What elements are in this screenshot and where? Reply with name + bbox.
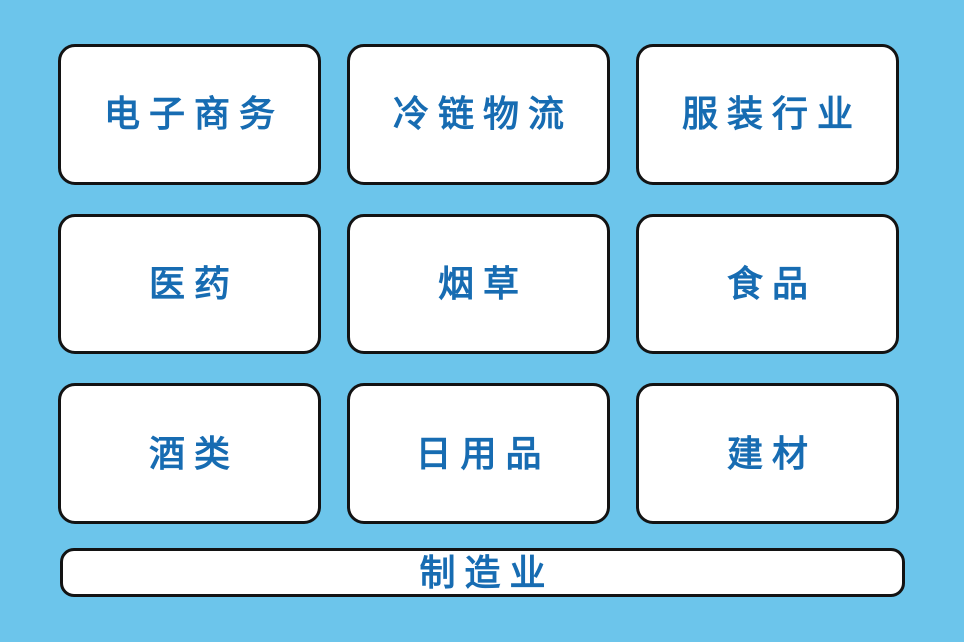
card-tobacco[interactable]: 烟草	[347, 213, 610, 355]
card-food[interactable]: 食品	[636, 213, 899, 355]
card-cold-chain-logistics[interactable]: 冷链物流	[347, 44, 610, 185]
card-label: 食品	[726, 262, 817, 304]
footer-label: 制造业	[419, 551, 555, 593]
card-building-materials[interactable]: 建材	[636, 383, 899, 524]
card-ecommerce[interactable]: 电子商务	[58, 44, 321, 185]
card-apparel-industry[interactable]: 服装行业	[636, 44, 899, 185]
card-label: 服装行业	[681, 93, 862, 135]
card-manufacturing[interactable]: 制造业	[60, 548, 905, 597]
card-label: 烟草	[437, 262, 528, 304]
card-alcohol[interactable]: 酒类	[58, 383, 321, 524]
card-label: 酒类	[148, 432, 239, 474]
card-label: 建材	[726, 432, 817, 474]
card-daily-necessities[interactable]: 日用品	[347, 383, 610, 524]
card-medicine[interactable]: 医药	[58, 213, 321, 355]
card-label: 电子商务	[103, 93, 284, 135]
category-grid: 电子商务 冷链物流 服装行业 医药 烟草 食品 酒类 日用品 建材	[58, 44, 899, 524]
card-label: 日用品	[415, 432, 551, 474]
card-label: 冷链物流	[392, 93, 573, 135]
card-label: 医药	[148, 262, 239, 304]
